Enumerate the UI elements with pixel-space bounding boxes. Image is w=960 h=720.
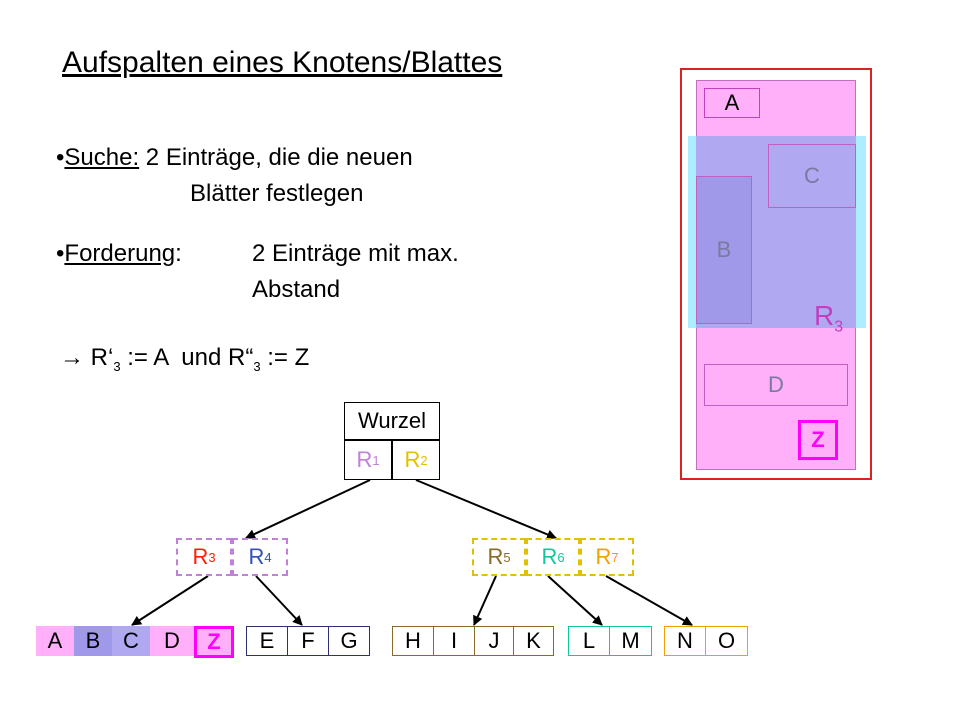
bullet-dot: • [56, 144, 65, 171]
suche-text-1: 2 Einträge, die die neuen [145, 144, 413, 171]
label-d: D [768, 372, 784, 397]
spatial-rect-d: D [704, 364, 848, 406]
r4-sub: 4 [264, 549, 272, 565]
leaf-letter: O [717, 628, 736, 653]
leaf-1-a: A [36, 626, 74, 656]
leaf-5-n: N [664, 626, 706, 656]
leaf-letter: N [677, 628, 693, 653]
forderung-colon: : [175, 240, 182, 267]
leaf-letter: J [488, 628, 500, 653]
r5-sub: 5 [503, 549, 511, 565]
leaf-letter: I [450, 628, 458, 653]
bullet-dot: • [56, 240, 65, 267]
r2-sub: 2 [420, 452, 428, 468]
leaf-4-m: M [610, 626, 652, 656]
result-mid: := A und R“ [120, 344, 254, 371]
forderung-text-1: 2 Einträge mit max. [252, 240, 459, 267]
label-b: B [716, 237, 732, 262]
leaf-4-l: L [568, 626, 610, 656]
leaf-letter: A [47, 628, 63, 653]
suche-label: Suche: [64, 144, 140, 171]
spatial-label-r3: R3 [814, 300, 843, 337]
leaf-letter: Z [207, 629, 221, 654]
leaf-letter: F [301, 628, 315, 653]
label-r3-sub: 3 [834, 318, 844, 336]
bullet-forderung: •Forderung: [56, 240, 182, 268]
spatial-outer-box [680, 68, 872, 480]
leaf-letter: E [259, 628, 275, 653]
leaf-1-b: B [74, 626, 112, 656]
leaf-5-o: O [706, 626, 748, 656]
r1-main: R [356, 447, 373, 472]
forderung-text-2: Abstand [252, 276, 341, 303]
edge-left-leaf2 [255, 575, 303, 626]
edge-left-leaf1 [131, 575, 209, 626]
root-label-text: Wurzel [357, 408, 427, 433]
label-r3-main: R [814, 300, 835, 331]
result-sub2: 3 [253, 358, 261, 374]
result-sub1: 3 [113, 358, 121, 374]
forderung-label: Forderung [64, 240, 176, 267]
leaf-letter: G [340, 628, 358, 653]
leaf-2-e: E [246, 626, 288, 656]
leaf-3-k: K [514, 626, 554, 656]
leaf-2-g: G [328, 626, 370, 656]
leaf-2-f: F [288, 626, 328, 656]
leaf-1-d: D [150, 626, 194, 656]
leaf-3-j: J [474, 626, 514, 656]
r5-main: R [487, 544, 504, 569]
leaf-letter: L [582, 628, 596, 653]
suche-text-2: Blätter festlegen [190, 180, 364, 207]
spatial-rect-z: Z [798, 420, 838, 460]
leaf-letter: M [621, 628, 640, 653]
spatial-rect-b: B [696, 176, 752, 324]
label-z: Z [811, 427, 825, 452]
leaf-3-i: I [434, 626, 474, 656]
r7-sub: 7 [611, 549, 619, 565]
leaf-1-c: C [112, 626, 150, 656]
leaf-letter: D [164, 628, 180, 653]
edge-root-left [245, 479, 371, 539]
label-c: C [804, 163, 820, 188]
spatial-rect-c: C [768, 144, 856, 208]
edge-right-leaf5 [605, 575, 693, 626]
leaf-letter: B [85, 628, 101, 653]
r3-main: R [192, 544, 209, 569]
bullet-suche: •Suche: 2 Einträge, die die neuen [56, 144, 413, 172]
edge-root-right [415, 479, 557, 540]
leaf-3-h: H [392, 626, 434, 656]
result-line: → R‘3 := A und R“3 := Z [60, 344, 309, 374]
r3-sub: 3 [208, 549, 216, 565]
edge-right-leaf4 [547, 575, 603, 626]
leaf-letter: H [405, 628, 421, 653]
result-end: := Z [260, 344, 310, 371]
result-r1: R‘ [90, 344, 114, 371]
r7-main: R [595, 544, 612, 569]
root-label: Wurzel [344, 402, 440, 440]
leaf-z: Z [194, 626, 234, 658]
edge-right-leaf3 [473, 575, 497, 626]
r6-sub: 6 [557, 549, 565, 565]
r1-sub: 1 [372, 452, 380, 468]
r4-main: R [248, 544, 265, 569]
leaf-letter: C [123, 628, 139, 653]
spatial-rect-a: A [704, 88, 760, 118]
label-a: A [724, 90, 740, 115]
r6-main: R [541, 544, 558, 569]
leaf-letter: K [526, 628, 541, 653]
arrow-right-icon: → [60, 344, 84, 371]
r2-main: R [404, 447, 421, 472]
page-title: Aufspalten eines Knotens/Blattes [62, 46, 503, 79]
